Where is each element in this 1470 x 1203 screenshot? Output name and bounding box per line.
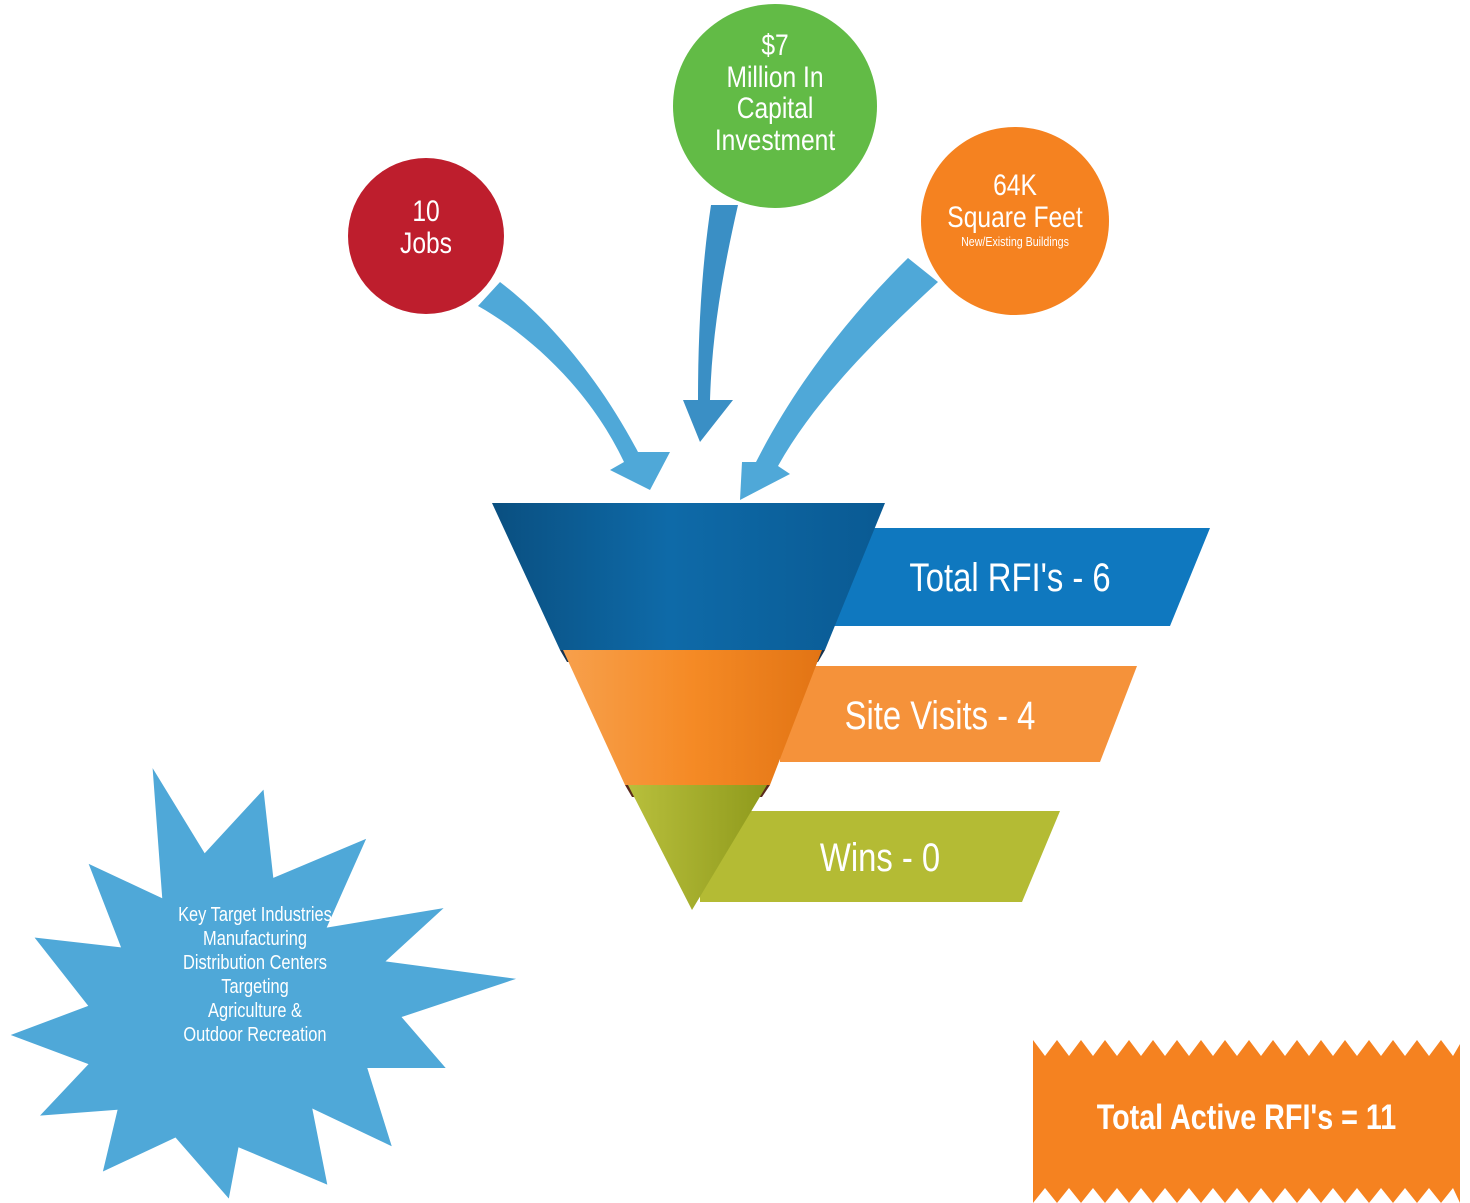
capital-line1: Million In bbox=[726, 60, 824, 94]
starburst-shape bbox=[0, 758, 526, 1203]
arrow-from-capital bbox=[683, 205, 738, 442]
starburst-text: Key Target Industries Manufacturing Dist… bbox=[169, 903, 341, 1047]
site-visits-label: Site Visits - 4 bbox=[844, 694, 1036, 738]
capital-line2: Capital bbox=[736, 92, 814, 125]
arrow-from-jobs bbox=[478, 282, 670, 490]
square-feet-sublabel: New/Existing Buildings bbox=[961, 234, 1069, 249]
arrow-from-square-feet bbox=[740, 258, 938, 500]
funnel-middle-orange bbox=[563, 650, 822, 785]
jobs-circle bbox=[348, 158, 504, 314]
funnel-top-blue bbox=[492, 503, 885, 650]
capital-line3: Investment bbox=[714, 123, 836, 157]
starburst-line-6: Outdoor Recreation bbox=[183, 1024, 327, 1046]
funnel-bottom-green bbox=[628, 785, 767, 910]
capital-bubble-text: $7 Million In Capital Investment bbox=[705, 30, 844, 156]
wins-label: Wins - 0 bbox=[819, 836, 941, 880]
starburst-line-2: Manufacturing bbox=[203, 928, 307, 950]
band-total-rfis bbox=[820, 528, 1210, 626]
starburst-line-5: Agriculture & bbox=[208, 1000, 302, 1022]
band-wins bbox=[700, 811, 1060, 902]
square-feet-label: Square Feet bbox=[947, 200, 1083, 234]
capital-value: $7 bbox=[761, 29, 789, 62]
band-site-visits bbox=[780, 666, 1137, 762]
total-active-rfis-label: Total Active RFI's = 11 bbox=[1096, 1098, 1397, 1137]
starburst-line-3: Distribution Centers bbox=[182, 952, 328, 974]
square-feet-bubble-text: 64K Square Feet New/Existing Buildings bbox=[941, 170, 1089, 249]
total-active-rfis-box bbox=[1033, 1040, 1460, 1203]
jobs-label: Jobs bbox=[400, 226, 452, 260]
square-feet-value: 64K bbox=[993, 169, 1037, 202]
total-rfis-label: Total RFI's - 6 bbox=[909, 556, 1111, 600]
jobs-bubble-text: 10 Jobs bbox=[377, 196, 475, 259]
jobs-value: 10 bbox=[412, 195, 440, 228]
starburst-line-4: Targeting bbox=[221, 976, 289, 998]
starburst-line-1: Key Target Industries bbox=[178, 904, 332, 926]
square-feet-circle bbox=[921, 127, 1109, 315]
capital-circle bbox=[673, 4, 877, 208]
